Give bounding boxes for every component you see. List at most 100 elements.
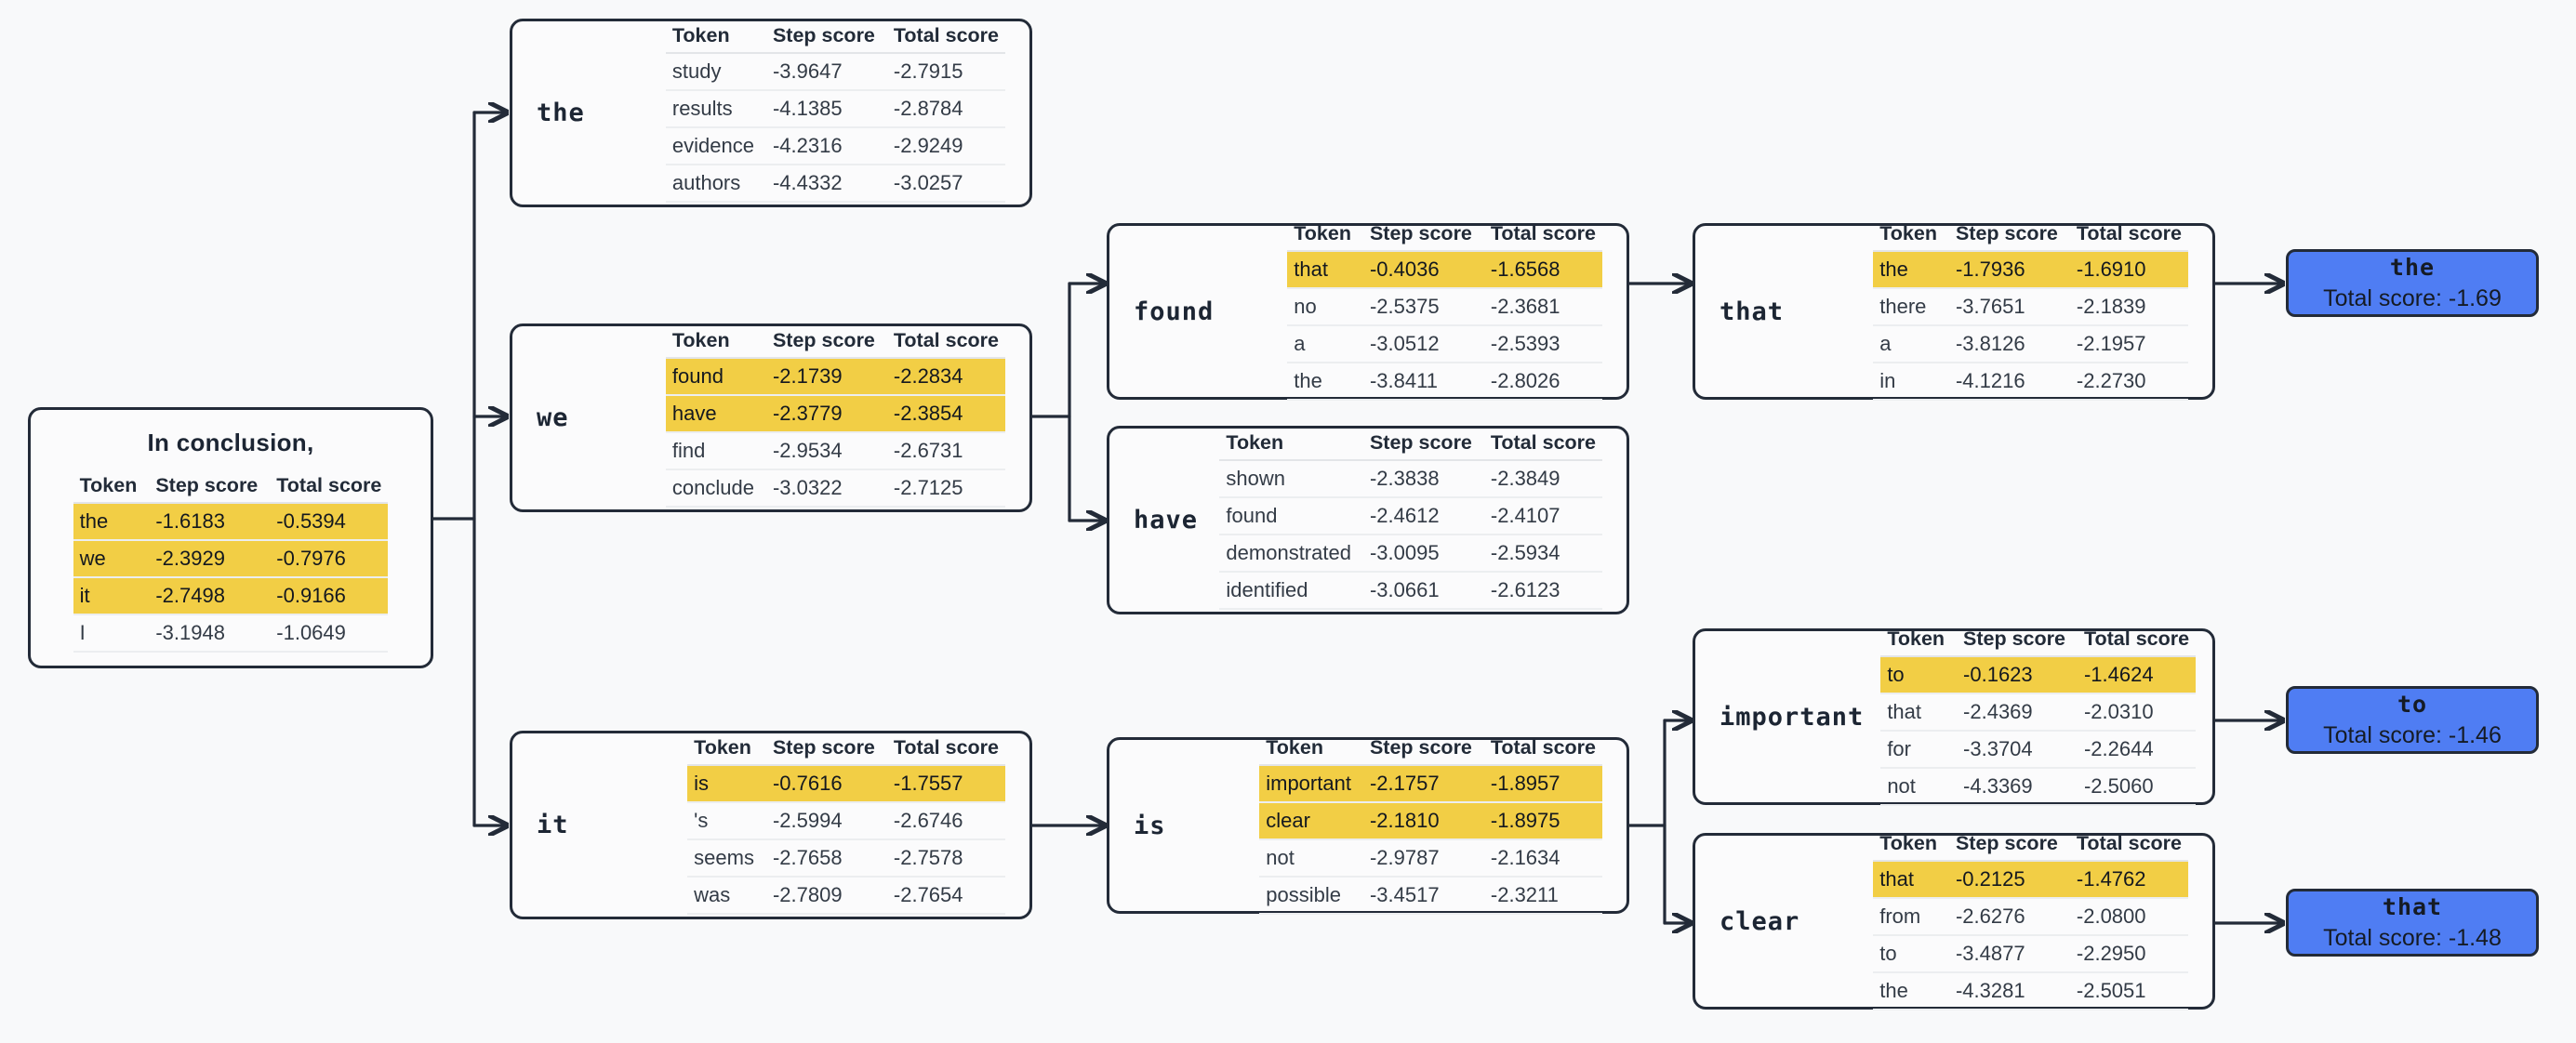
result-the-token: the	[2389, 254, 2436, 281]
col-step-score: Step score	[1362, 736, 1484, 766]
col-step-score: Step score	[765, 328, 887, 359]
table-row: found-2.1739-2.2834	[665, 357, 1005, 396]
step-score-cell: -2.7498	[149, 577, 271, 615]
total-score-cell: -1.7557	[886, 764, 1005, 803]
table-header-row: Token Step score Total score	[687, 735, 1005, 766]
col-total-score: Total score	[2069, 222, 2188, 252]
node-clear-token-table: Token Step score Total score that-0.2125…	[1873, 832, 2188, 1010]
token-cell: to	[1873, 935, 1949, 973]
table-header-row: Token Step score Total score	[1873, 222, 2188, 252]
table-row: study-3.9647-2.7915	[665, 52, 1005, 91]
step-score-cell: -4.4332	[765, 164, 887, 203]
step-score-cell: -0.1623	[1957, 656, 2078, 694]
table-row: the-1.6183-0.5394	[73, 503, 389, 541]
node-found[interactable]: found Token Step score Total score that-…	[1107, 222, 1629, 401]
step-score-cell: -2.1757	[1362, 765, 1484, 803]
step-score-cell: -2.6276	[1948, 898, 2070, 936]
table-row: evidence-4.2316-2.9249	[665, 126, 1005, 165]
node-is-token-table: Token Step score Total score important-2…	[1259, 736, 1602, 915]
node-important[interactable]: important Token Step score Total score t…	[1693, 627, 2215, 806]
total-score-cell: -2.8026	[1483, 363, 1602, 401]
token-cell: is	[687, 764, 766, 803]
node-clear[interactable]: clear Token Step score Total score that-…	[1693, 832, 2215, 1010]
step-score-cell: -0.2125	[1948, 861, 2070, 899]
node-that-label: that	[1720, 297, 1785, 326]
result-node-the[interactable]: the Total score: -1.69	[2286, 249, 2539, 317]
step-score-cell: -2.5994	[765, 801, 887, 840]
total-score-cell: -2.5393	[1483, 325, 1602, 363]
token-cell: there	[1873, 288, 1949, 326]
result-to-score: Total score: -1.46	[2323, 722, 2502, 748]
col-step-score: Step score	[1957, 627, 2078, 657]
col-token: Token	[1219, 430, 1363, 461]
table-row: there-3.7651-2.1839	[1873, 288, 2188, 326]
token-cell: demonstrated	[1219, 534, 1363, 573]
node-found-label: found	[1134, 297, 1215, 326]
step-score-cell: -4.2316	[765, 126, 887, 165]
root-node[interactable]: In conclusion, Token Step score Total sc…	[28, 407, 433, 668]
col-total-score: Total score	[2077, 627, 2197, 657]
step-score-cell: -4.1216	[1948, 363, 2070, 401]
token-cell: identified	[1219, 571, 1363, 610]
table-row: authors-4.4332-3.0257	[665, 164, 1005, 203]
node-it[interactable]: it Token Step score Total score is-0.761…	[510, 731, 1032, 919]
step-score-cell: -3.4517	[1362, 877, 1484, 915]
col-step-score: Step score	[149, 474, 271, 504]
total-score-cell: -2.1634	[1483, 839, 1602, 878]
total-score-cell: -0.7976	[270, 540, 389, 578]
col-total-score: Total score	[270, 474, 389, 504]
step-score-cell: -3.0095	[1362, 534, 1484, 573]
step-score-cell: -3.9647	[765, 52, 887, 91]
table-row: in-4.1216-2.2730	[1873, 363, 2188, 401]
result-node-to[interactable]: to Total score: -1.46	[2286, 686, 2539, 754]
table-row: I-3.1948-1.0649	[73, 614, 389, 653]
node-that[interactable]: that Token Step score Total score the-1.…	[1693, 222, 2215, 401]
total-score-cell: -2.2644	[2077, 731, 2197, 769]
token-cell: was	[687, 876, 766, 915]
table-row: demonstrated-3.0095-2.5934	[1219, 534, 1602, 573]
step-score-cell: -4.1385	[765, 89, 887, 128]
table-row: that-0.4036-1.6568	[1287, 251, 1602, 289]
table-row: the-1.7936-1.6910	[1873, 251, 2188, 289]
token-cell: conclude	[665, 469, 766, 508]
total-score-cell: -2.3681	[1483, 288, 1602, 326]
table-row: it-2.7498-0.9166	[73, 577, 389, 615]
col-token: Token	[665, 23, 766, 54]
table-row: not-2.9787-2.1634	[1259, 839, 1602, 878]
node-found-token-table: Token Step score Total score that-0.4036…	[1287, 222, 1602, 401]
token-cell: no	[1287, 288, 1363, 326]
step-score-cell: -3.0661	[1362, 571, 1484, 610]
step-score-cell: -3.8411	[1362, 363, 1484, 401]
total-score-cell: -2.8784	[886, 89, 1005, 128]
col-step-score: Step score	[765, 23, 887, 54]
node-it-label: it	[537, 811, 569, 839]
total-score-cell: -2.7578	[886, 838, 1005, 878]
token-cell: I	[73, 614, 150, 653]
node-important-token-table: Token Step score Total score to-0.1623-1…	[1880, 627, 2197, 806]
node-is[interactable]: is Token Step score Total score importan…	[1107, 736, 1629, 915]
result-that-score: Total score: -1.48	[2323, 925, 2502, 951]
table-row: the-3.8411-2.8026	[1287, 363, 1602, 401]
col-total-score: Total score	[1483, 222, 1602, 252]
table-row: not-4.3369-2.5060	[1880, 768, 2197, 806]
token-cell: 's	[687, 801, 766, 840]
step-score-cell: -4.3281	[1948, 972, 2070, 1010]
node-the-token-table: Token Step score Total score study-3.964…	[665, 23, 1005, 203]
node-we[interactable]: we Token Step score Total score found-2.…	[510, 323, 1032, 512]
token-cell: that	[1287, 251, 1363, 289]
table-row: seems-2.7658-2.7578	[687, 838, 1005, 878]
col-total-score: Total score	[1483, 430, 1602, 461]
result-the-score: Total score: -1.69	[2323, 285, 2502, 311]
node-the[interactable]: the Token Step score Total score study-3…	[510, 19, 1032, 207]
step-score-cell: -0.4036	[1362, 251, 1484, 289]
total-score-cell: -2.1839	[2069, 288, 2188, 326]
token-cell: found	[665, 357, 766, 396]
node-have[interactable]: have Token Step score Total score shown-…	[1107, 426, 1629, 614]
node-we-label: we	[537, 403, 569, 432]
result-node-that[interactable]: that Total score: -1.48	[2286, 889, 2539, 957]
table-header-row: Token Step score Total score	[1880, 627, 2197, 657]
token-cell: a	[1287, 325, 1363, 363]
table-row: no-2.5375-2.3681	[1287, 288, 1602, 326]
total-score-cell: -2.5060	[2077, 768, 2197, 806]
token-cell: authors	[665, 164, 766, 203]
